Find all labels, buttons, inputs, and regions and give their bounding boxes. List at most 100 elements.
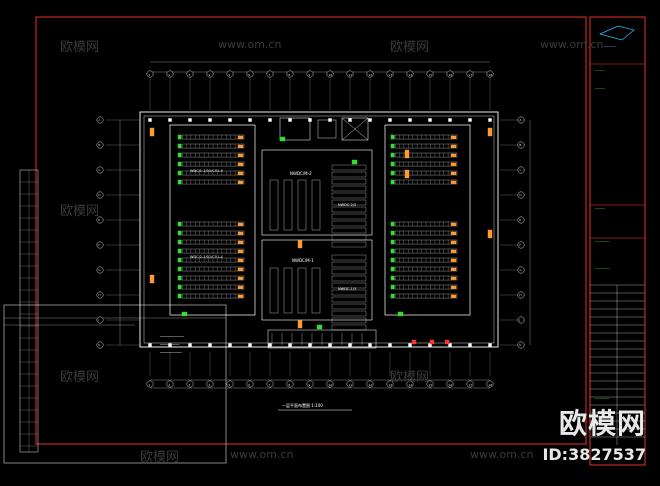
rack-end-cap xyxy=(177,248,182,254)
ups-cabinet xyxy=(331,213,367,220)
rack-pdu xyxy=(237,153,244,157)
axis-label: G xyxy=(519,268,522,272)
watermark-text: 欧模网 xyxy=(390,40,430,55)
axis-bubble xyxy=(166,70,174,78)
data-hall-right xyxy=(384,124,471,316)
title-line: ────── xyxy=(594,239,610,244)
axis-bubble xyxy=(306,380,314,388)
axis-label: 6 xyxy=(248,73,250,77)
watermark-text: 欧模网 xyxy=(60,204,100,219)
rack-pdu xyxy=(237,144,244,148)
ups-cabinet xyxy=(331,185,367,192)
entrance-porch xyxy=(267,329,377,349)
rack-pdu xyxy=(237,135,244,139)
rack-pdu xyxy=(450,240,457,244)
axis-label: 13 xyxy=(388,383,392,387)
ups-cabinet xyxy=(331,310,367,317)
rack-end-cap xyxy=(177,266,182,272)
column xyxy=(468,118,472,122)
fire-door xyxy=(149,274,155,284)
axis-bubble xyxy=(166,380,174,388)
axis-bubble xyxy=(96,116,104,124)
ups-cabinet xyxy=(331,220,367,227)
rack-pdu xyxy=(237,285,244,289)
axis-label: C xyxy=(98,168,100,172)
data-hall-left xyxy=(169,124,256,316)
column xyxy=(348,343,352,347)
axis-label: 18 xyxy=(488,73,492,77)
axis-label: 7 xyxy=(268,383,270,387)
axis-bubble xyxy=(517,316,525,324)
ups-cabinet xyxy=(331,178,367,185)
ups-cabinet xyxy=(331,317,367,324)
axis-label: 4 xyxy=(208,73,210,77)
rack-end-cap xyxy=(390,143,395,149)
rack-end-cap xyxy=(390,266,395,272)
column xyxy=(228,118,232,122)
ups-cabinet xyxy=(331,324,367,331)
axis-label: 9 xyxy=(308,73,310,77)
axis-label: 15 xyxy=(428,383,432,387)
building-outline xyxy=(139,111,499,348)
axis-bubble xyxy=(466,70,474,78)
axis-label: 11 xyxy=(348,73,352,77)
watermark-url: www.om.cn xyxy=(540,38,604,51)
axis-bubble xyxy=(96,191,104,199)
fire-door xyxy=(404,149,410,159)
rack-end-cap xyxy=(177,161,182,167)
axis-label: F xyxy=(98,243,100,247)
ups-cabinet xyxy=(331,234,367,241)
column xyxy=(268,118,272,122)
axis-bubble xyxy=(96,166,104,174)
title-block xyxy=(589,16,646,466)
axis-bubble xyxy=(346,380,354,388)
rack-end-cap xyxy=(177,257,182,263)
rack-pdu xyxy=(450,231,457,235)
axis-bubble xyxy=(517,191,525,199)
axis-bubble xyxy=(426,70,434,78)
rack-pdu xyxy=(237,267,244,271)
rack-end-cap xyxy=(177,221,182,227)
rack-end-cap xyxy=(177,170,182,176)
axis-bubble xyxy=(226,70,234,78)
shaft-cross xyxy=(341,117,369,141)
axis-label: 9 xyxy=(308,383,310,387)
axis-label: 3 xyxy=(188,73,190,77)
axis-bubble xyxy=(517,216,525,224)
column xyxy=(288,118,292,122)
fire-door xyxy=(487,229,493,239)
rack-end-cap xyxy=(390,275,395,281)
rack-pdu xyxy=(237,180,244,184)
ups-cabinet xyxy=(331,261,367,268)
switchgear xyxy=(283,179,293,231)
switchgear xyxy=(283,267,293,314)
axis-label: A xyxy=(519,118,522,122)
axis-label: 17 xyxy=(468,73,472,77)
rack-end-cap xyxy=(177,143,182,149)
ups-cabinet xyxy=(331,171,367,178)
watermark-text: 欧模网 xyxy=(60,40,100,55)
axis-label: D xyxy=(98,193,101,197)
switchgear xyxy=(297,267,307,314)
alarm-marker xyxy=(444,339,450,345)
rack-end-cap xyxy=(177,152,182,158)
switchgear xyxy=(269,267,279,314)
axis-bubble xyxy=(96,291,104,299)
axis-label: 14 xyxy=(408,383,412,387)
axis-bubble xyxy=(186,70,194,78)
elevator-shaft xyxy=(341,117,369,141)
axis-bubble xyxy=(266,70,274,78)
rack-pdu xyxy=(450,171,457,175)
column xyxy=(208,343,212,347)
stair-room xyxy=(279,117,311,141)
switchgear xyxy=(297,179,307,231)
column xyxy=(168,343,172,347)
axis-label: H xyxy=(98,293,100,297)
exit-marker xyxy=(279,136,286,142)
axis-label: 12 xyxy=(368,383,372,387)
column xyxy=(448,118,452,122)
axis-bubble xyxy=(406,70,414,78)
watermark-text: 欧模网 xyxy=(390,370,430,385)
